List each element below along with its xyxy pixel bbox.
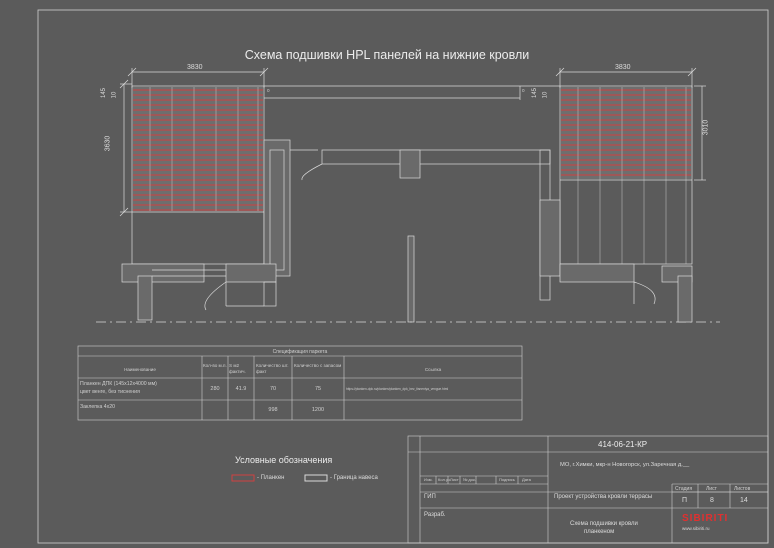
dim-left-small-a: 145 [101, 87, 108, 99]
stamp-sheet: 8 [710, 497, 714, 504]
dim-right-small-b: 10 [542, 91, 549, 99]
level-mark-a: 0 [267, 88, 270, 93]
stamp-col-date: Дата [522, 477, 531, 482]
dim-right-height: 3010 [702, 119, 710, 136]
stamp-col-izm: Изм. [424, 477, 433, 482]
spec-header-qty: Кол-во м.п. [203, 363, 227, 368]
spec-row1-qty: 280 [210, 386, 220, 392]
stamp-role-razrab: Разраб. [424, 512, 446, 518]
title-block [407, 435, 769, 544]
stamp-col-doc: № док. [463, 477, 476, 482]
spec-row2-pcs: 998 [268, 407, 278, 413]
spec-header-pcs: Количество шт. факт [256, 363, 289, 374]
spec-caption: Спецификация паркета [272, 349, 328, 355]
right-hpl-panels [561, 87, 691, 179]
stamp-role-gip: ГИП [424, 494, 436, 500]
spec-row1-area: 41.9 [235, 386, 247, 392]
dim-right-width: 3830 [615, 64, 631, 71]
stamp-sheets-label: Листов [734, 486, 751, 492]
spec-row1-reserve: 75 [314, 386, 322, 392]
spec-row1-name-l2: цвет венге, без тиснения [80, 389, 140, 395]
legend-label-planken: - Планкен [257, 475, 285, 481]
dim-right-small-a: 145 [532, 87, 539, 99]
spec-table [77, 345, 523, 421]
legend-swatch-planken [231, 474, 255, 482]
spec-row1-link[interactable]: https://planken-dpk.ru/planken/planken_d… [346, 387, 449, 391]
stamp-col-sign: Подпись [499, 477, 515, 482]
stamp-sheet-label: Лист [706, 486, 717, 492]
dim-left-width: 3830 [187, 64, 203, 71]
sheet-frame [37, 9, 769, 544]
spec-header-reserve: Количество с запасом [294, 363, 342, 368]
spec-header-name: Наименование [124, 367, 156, 372]
drawing-title: Схема подшивки HPL панелей на нижние кро… [244, 48, 530, 62]
stamp-col-kol: Кол.уч [438, 477, 450, 482]
stamp-code: 414-06-21-КР [598, 440, 648, 449]
legend-swatch-canopy [304, 474, 328, 482]
stamp-sheet-title-l1: Схема подшивки кровли [570, 521, 638, 527]
spec-row2-reserve: 1200 [311, 407, 325, 413]
company-logo: SIBIRITI [682, 513, 729, 524]
spec-row1-name-l1: Планкен ДПК (145х12х4000 мм) [80, 381, 157, 387]
legend-title: Условные обозначения [235, 455, 333, 465]
stamp-project: Проект устройства кровли террасы [554, 494, 653, 500]
stamp-sheets: 14 [740, 497, 748, 504]
right-terrace-plan [520, 67, 706, 323]
dim-left-small-b: 10 [111, 91, 118, 99]
left-terrace-plan [119, 67, 520, 321]
dim-left-height: 3630 [104, 135, 112, 152]
level-mark-b: 0 [522, 88, 525, 93]
legend-label-canopy: - Граница навеса [330, 475, 378, 481]
spec-header-area: S м2 фактич. [229, 363, 246, 374]
stamp-stage: П [682, 497, 688, 504]
spec-row2-name: Заклепка 4х20 [80, 404, 116, 410]
stamp-stage-label: Стадия [675, 486, 693, 492]
stamp-address: МО, г.Химки, мкр-н Новогорск, ул.Заречна… [560, 462, 690, 468]
company-site: www.sibiriti.ru [682, 526, 710, 531]
left-hpl-panels [133, 87, 263, 211]
spec-header-link: Ссылка [424, 367, 442, 372]
stamp-col-list: Лист [450, 477, 459, 482]
legend-swatches [231, 474, 328, 482]
stamp-sheet-title-l2: планкеном [584, 529, 615, 535]
spec-row1-pcs: 70 [269, 386, 277, 392]
